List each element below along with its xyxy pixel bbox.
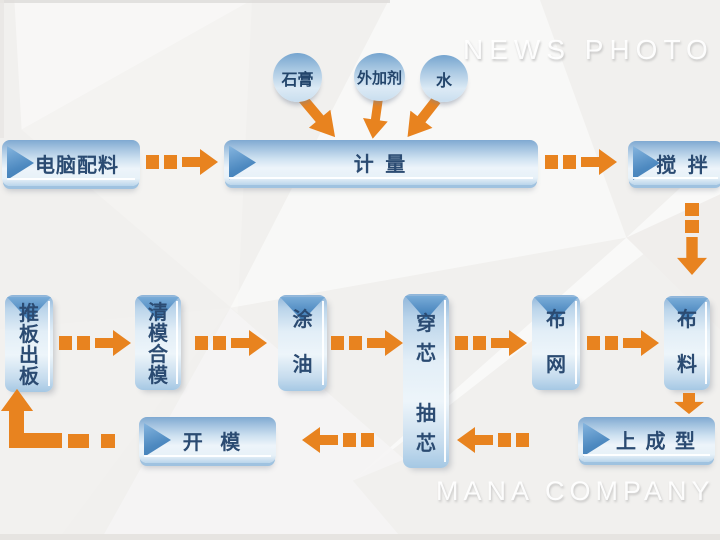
- node-label: 搅 拌: [656, 154, 711, 177]
- watermark-news-photo: NEWS PHOTO: [463, 34, 714, 65]
- node-computer-batching: 电脑配料: [2, 140, 140, 186]
- node-lay-mesh: 布 网: [532, 295, 580, 390]
- node-label: 布 网: [546, 308, 566, 376]
- ingredient-label: 外加剂: [356, 69, 402, 87]
- node-oiling: 涂 油: [278, 295, 327, 391]
- arrow-mesh-to-material: [587, 330, 659, 356]
- node-stirring: 搅 拌: [628, 141, 720, 185]
- node-open-mold: 开 模: [139, 417, 276, 463]
- arrow-oiling-to-core: [331, 330, 403, 356]
- node-label: 计 量: [353, 154, 409, 176]
- chevron-right-icon: [144, 423, 171, 457]
- background-edge: [0, 0, 390, 3]
- node-forming: 上 成 型: [578, 417, 715, 462]
- arrow-material-to-forming: [674, 393, 704, 414]
- arrow-forming-to-core-extract: [457, 427, 529, 453]
- ingredient-water-circle: 水: [420, 55, 468, 102]
- node-measuring: 计 量: [224, 140, 538, 185]
- node-label: 清 模 合 模: [148, 301, 168, 387]
- node-lay-material: 布 料: [664, 296, 710, 390]
- node-label: 推 板 出 板: [19, 302, 39, 388]
- node-label: 涂 油: [292, 309, 313, 376]
- ingredient-label: 水: [435, 72, 452, 90]
- watermark-mana-company: MANA COMPANY: [436, 476, 715, 506]
- node-core-insert-extract: 穿 芯 抽 芯: [403, 294, 449, 468]
- arrow-dash: [101, 434, 115, 448]
- arrow-stirring-to-lay-material: [677, 203, 707, 275]
- arrow-clean-to-oiling: [195, 330, 267, 356]
- arrow-measuring-to-stirring: [545, 149, 617, 175]
- node-label: 开 模: [182, 431, 247, 454]
- node-label: 电脑配料: [35, 154, 119, 177]
- arrow-core-extract-to-open-mold: [302, 427, 374, 453]
- background-edge: [0, 534, 720, 540]
- arrow-dash: [68, 434, 89, 448]
- arrow-batching-to-measuring: [146, 149, 218, 175]
- ingredient-gypsum-circle: 石膏: [273, 53, 322, 102]
- node-push-board-out: 推 板 出 板: [5, 295, 53, 392]
- arrow-core-to-mesh: [455, 330, 527, 356]
- chevron-right-icon: [229, 145, 256, 180]
- node-label: 布 料: [677, 309, 697, 376]
- arrow-up-head: [1, 389, 33, 411]
- background-edge: [0, 0, 4, 138]
- arrow-horizontal-shaft: [9, 433, 62, 448]
- arrow-additive-to-measuring: [360, 97, 390, 140]
- node-clean-close-mold: 清 模 合 模: [135, 295, 181, 390]
- ingredient-label: 石膏: [281, 71, 314, 89]
- node-label: 上 成 型: [615, 431, 698, 453]
- arrow-push-to-clean: [59, 330, 131, 356]
- ingredient-additive-circle: 外加剂: [354, 53, 405, 101]
- node-label: 穿 芯 抽 芯: [416, 313, 436, 455]
